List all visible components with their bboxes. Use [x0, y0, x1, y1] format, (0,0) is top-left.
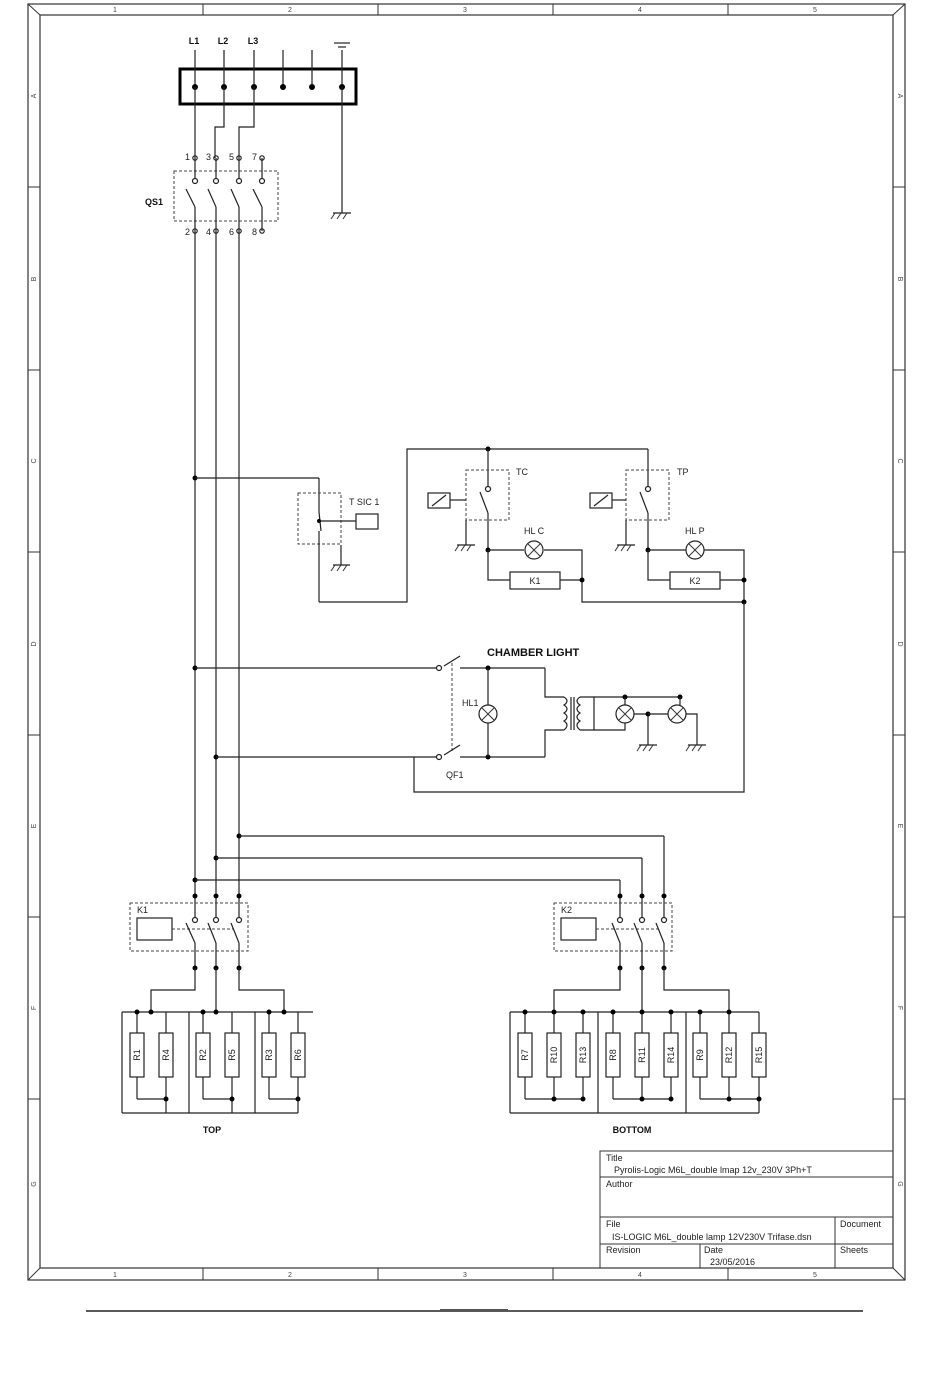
- bottom-bank-label: BOTTOM: [613, 1125, 652, 1135]
- switch-qs1: [173, 155, 279, 234]
- document-label: Document: [840, 1219, 882, 1229]
- bottom-resistor-bank-wiring: [509, 968, 767, 1114]
- revision-label: Revision: [606, 1245, 641, 1255]
- grid-row-c-right: C: [896, 458, 903, 463]
- grid-col-1-bottom: 1: [113, 1272, 117, 1279]
- grid-row-b-left: B: [31, 276, 38, 281]
- grid-row-g-right: G: [896, 1181, 903, 1186]
- thermostat-t-sic-1: [195, 448, 488, 603]
- resistor-r3: R3: [264, 1049, 274, 1061]
- resistor-r13: R13: [578, 1047, 588, 1064]
- top-resistor-bank-wiring: [121, 968, 313, 1114]
- chamber-light-circuit: [195, 602, 745, 793]
- control-circuit-tc: [427, 446, 744, 603]
- resistor-r5: R5: [227, 1049, 237, 1061]
- supply-wires: [194, 87, 351, 220]
- resistor-r2: R2: [198, 1049, 208, 1061]
- file-label: File: [606, 1219, 621, 1229]
- contactor-k1-label: K1: [137, 905, 148, 915]
- contactor-k2: [553, 893, 673, 971]
- grid-row-e-right: E: [896, 824, 903, 829]
- contactor-k1: [129, 893, 249, 971]
- thermostat-label: T SIC 1: [349, 497, 379, 507]
- grid-row-a-right: A: [896, 94, 903, 99]
- hl1-label: HL1: [462, 698, 479, 708]
- resistor-r14: R14: [666, 1047, 676, 1064]
- title-block: [599, 1150, 894, 1269]
- qs1-terminal-1: 1: [185, 152, 190, 162]
- grid-row-e-left: E: [31, 823, 38, 828]
- grid-col-5-bottom: 5: [813, 1272, 817, 1279]
- grid-col-3-bottom: 3: [463, 1272, 467, 1279]
- k2-relay-label: K2: [689, 576, 700, 586]
- resistor-r15: R15: [754, 1047, 764, 1064]
- qs1-label: QS1: [145, 197, 163, 207]
- hl-p-label: HL P: [685, 526, 705, 536]
- grid-col-4-top: 4: [638, 7, 642, 14]
- grid-col-4-bottom: 4: [638, 1272, 642, 1279]
- page-footer-rule: [86, 1309, 863, 1312]
- grid-col-2-top: 2: [288, 7, 292, 14]
- author-label: Author: [606, 1179, 633, 1189]
- resistor-r12: R12: [724, 1047, 734, 1064]
- grid-col-3-top: 3: [463, 7, 467, 14]
- resistor-r1: R1: [132, 1049, 142, 1061]
- resistor-r7: R7: [520, 1049, 530, 1061]
- grid-row-f-left: F: [31, 1006, 38, 1010]
- qs1-terminal-6: 6: [229, 227, 234, 237]
- grid-col-5-top: 5: [813, 7, 817, 14]
- resistor-r10: R10: [549, 1047, 559, 1064]
- drawing-frame: [27, 3, 906, 1281]
- phase-label-l1: L1: [189, 36, 200, 46]
- qs1-terminal-8: 8: [252, 227, 257, 237]
- resistor-r11: R11: [637, 1047, 647, 1063]
- qs1-terminal-2: 2: [185, 227, 190, 237]
- contactor-k2-label: K2: [561, 905, 572, 915]
- k1-relay-label: K1: [529, 576, 540, 586]
- qf1-label: QF1: [446, 770, 464, 780]
- title-label: Title: [606, 1153, 623, 1163]
- control-circuit-tp: [589, 449, 747, 605]
- qs1-terminal-3: 3: [206, 152, 211, 162]
- chamber-light-title: CHAMBER LIGHT: [487, 647, 580, 659]
- grid-row-g-left: G: [31, 1181, 38, 1186]
- phase-label-l3: L3: [248, 36, 259, 46]
- grid-row-c-left: C: [31, 458, 38, 463]
- date-value: 23/05/2016: [710, 1257, 755, 1267]
- grid-row-b-right: B: [896, 277, 903, 282]
- earth-symbol-top: [334, 42, 350, 48]
- tp-label: TP: [677, 467, 689, 477]
- grid-row-f-right: F: [896, 1006, 903, 1010]
- file-value: IS-LOGIC M6L_double lamp 12V230V Trifase…: [612, 1232, 812, 1242]
- phase-label-l2: L2: [218, 36, 229, 46]
- grid-col-2-bottom: 2: [288, 1272, 292, 1279]
- grid-col-1-top: 1: [113, 7, 117, 14]
- supply-terminal-block: [178, 50, 358, 106]
- qs1-terminal-7: 7: [252, 152, 257, 162]
- resistor-r9: R9: [695, 1049, 705, 1061]
- main-bus-wires: [192, 231, 665, 918]
- sheets-label: Sheets: [840, 1245, 869, 1255]
- tc-label: TC: [516, 467, 528, 477]
- title-value: Pyrolis-Logic M6L_double lmap 12v_230V 3…: [614, 1165, 812, 1175]
- grid-row-a-left: A: [31, 93, 38, 98]
- hl-c-label: HL C: [524, 526, 545, 536]
- qs1-terminal-5: 5: [229, 152, 234, 162]
- grid-row-d-right: D: [896, 641, 903, 646]
- grid-row-d-left: D: [31, 641, 38, 646]
- resistor-r4: R4: [161, 1049, 171, 1061]
- qs1-terminal-4: 4: [206, 227, 211, 237]
- resistor-r6: R6: [293, 1049, 303, 1061]
- resistor-r8: R8: [608, 1049, 618, 1061]
- top-bank-label: TOP: [203, 1125, 221, 1135]
- date-label: Date: [704, 1245, 723, 1255]
